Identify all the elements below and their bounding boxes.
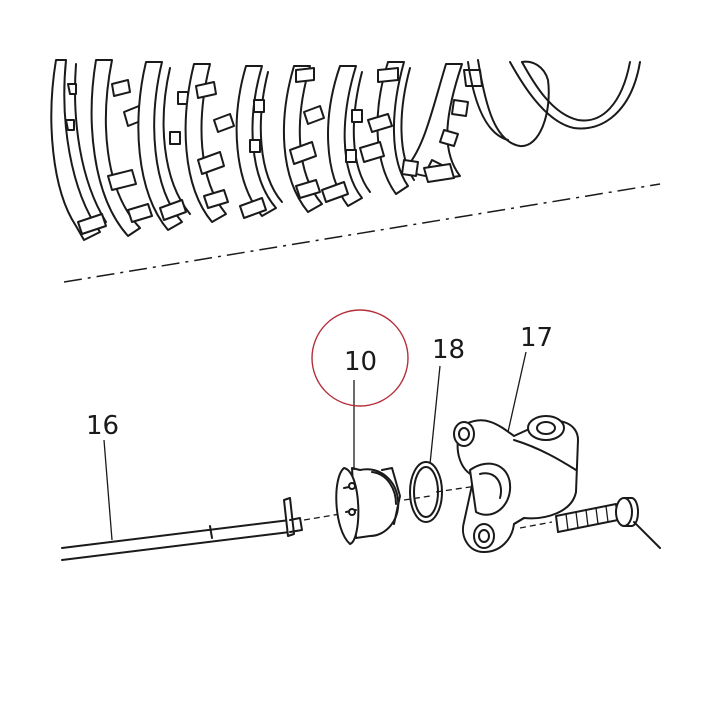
- callout-label-17: 17: [520, 323, 553, 353]
- callout-label-10: 10: [344, 347, 377, 377]
- clutch-plate: [50, 59, 107, 241]
- callout-label-16: 16: [86, 411, 119, 441]
- leader-line-17: [507, 351, 527, 433]
- callout-label-18: 18: [432, 335, 465, 365]
- leader-line-16: [103, 439, 113, 541]
- clutch-plate: [235, 65, 283, 219]
- spring-ring: [467, 59, 550, 148]
- mounting-bolt: [519, 497, 661, 549]
- clutch-plate: [90, 59, 153, 237]
- slave-cylinder-piston: [335, 467, 431, 545]
- spring-ring: [509, 61, 641, 130]
- center-axis-line: [63, 183, 661, 283]
- clutch-plate: [184, 63, 235, 223]
- highlight-circle: [311, 309, 409, 407]
- push-rod: [61, 497, 341, 561]
- clutch-plate: [359, 61, 415, 195]
- clutch-plate: [282, 65, 325, 213]
- slave-cylinder-body: [453, 415, 579, 553]
- leader-line-18: [429, 365, 441, 465]
- clutch-plate: [137, 61, 191, 231]
- clutch-plate: [401, 63, 483, 183]
- clutch-plate-stack: [50, 59, 641, 241]
- clutch-plate: [321, 65, 371, 207]
